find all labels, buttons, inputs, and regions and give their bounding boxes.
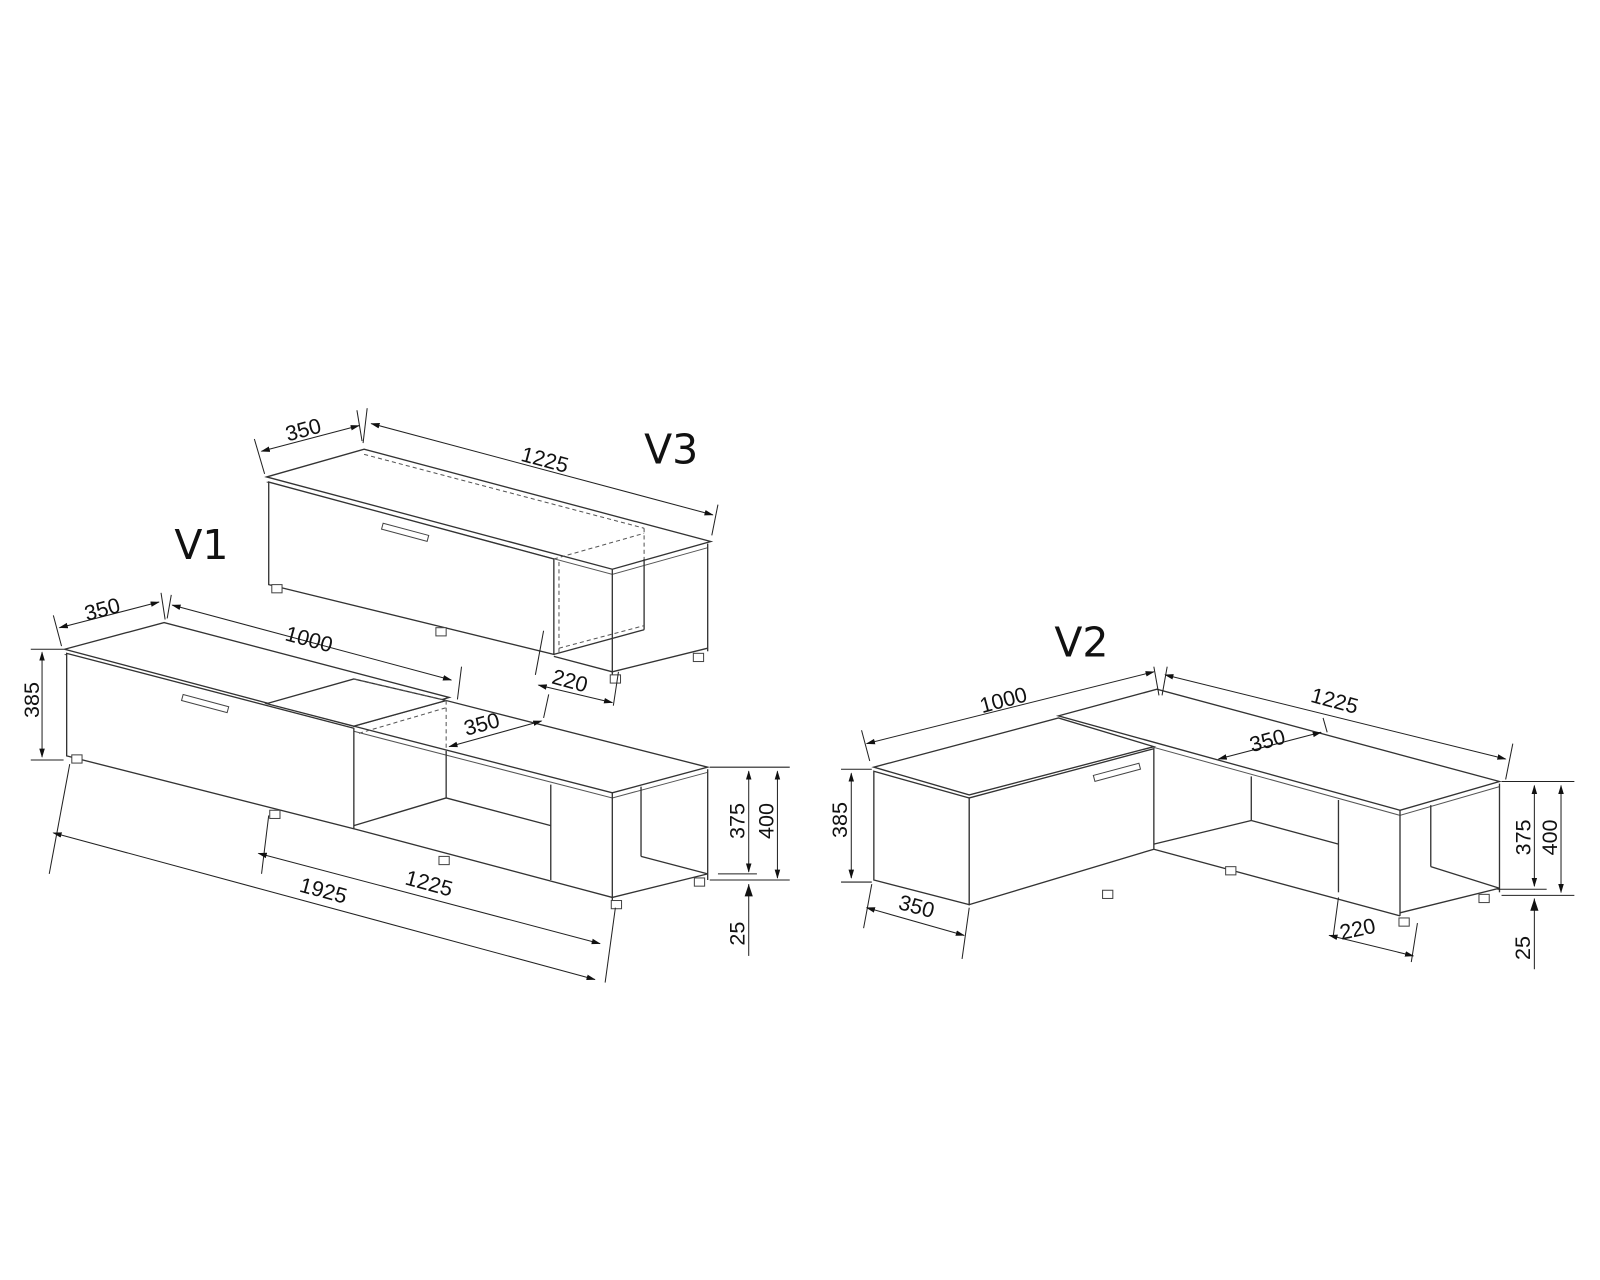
v2-height-left-label: 385 xyxy=(828,802,852,838)
v1-height-total-label: 400 xyxy=(754,803,778,839)
v1-total-width-label: 1925 xyxy=(297,873,349,909)
v2-height-body-label: 375 xyxy=(1511,819,1535,855)
v2-left-width-label: 1000 xyxy=(977,683,1029,719)
v1-height-body-label: 375 xyxy=(726,803,750,839)
v3-depth-label: 350 xyxy=(283,414,324,446)
v2-right-width-label: 1225 xyxy=(1308,683,1360,719)
door-handle xyxy=(380,522,430,543)
v3-title: V3 xyxy=(644,426,698,474)
door-handle xyxy=(1092,762,1142,783)
v1-title: V1 xyxy=(174,521,228,569)
v2-cabinet xyxy=(871,688,1502,927)
v1-cabinet xyxy=(62,621,711,910)
v2-height-total-label: 400 xyxy=(1538,819,1562,855)
v2-foot-height-label: 25 xyxy=(1511,936,1535,960)
v1-right-width-label: 1225 xyxy=(403,866,455,902)
v1-foot-height-label: 25 xyxy=(726,922,750,946)
v3-shelf-depth-label: 220 xyxy=(549,665,590,697)
v2-shelf-depth-label: 220 xyxy=(1338,914,1378,945)
v1-top-width-label: 1000 xyxy=(283,622,335,658)
v1-depth-label: 350 xyxy=(82,593,123,625)
v3-width-label: 1225 xyxy=(519,442,571,478)
v1-height-left-label: 385 xyxy=(20,682,44,718)
v2-title: V2 xyxy=(1054,618,1108,666)
door-handle xyxy=(180,693,230,714)
